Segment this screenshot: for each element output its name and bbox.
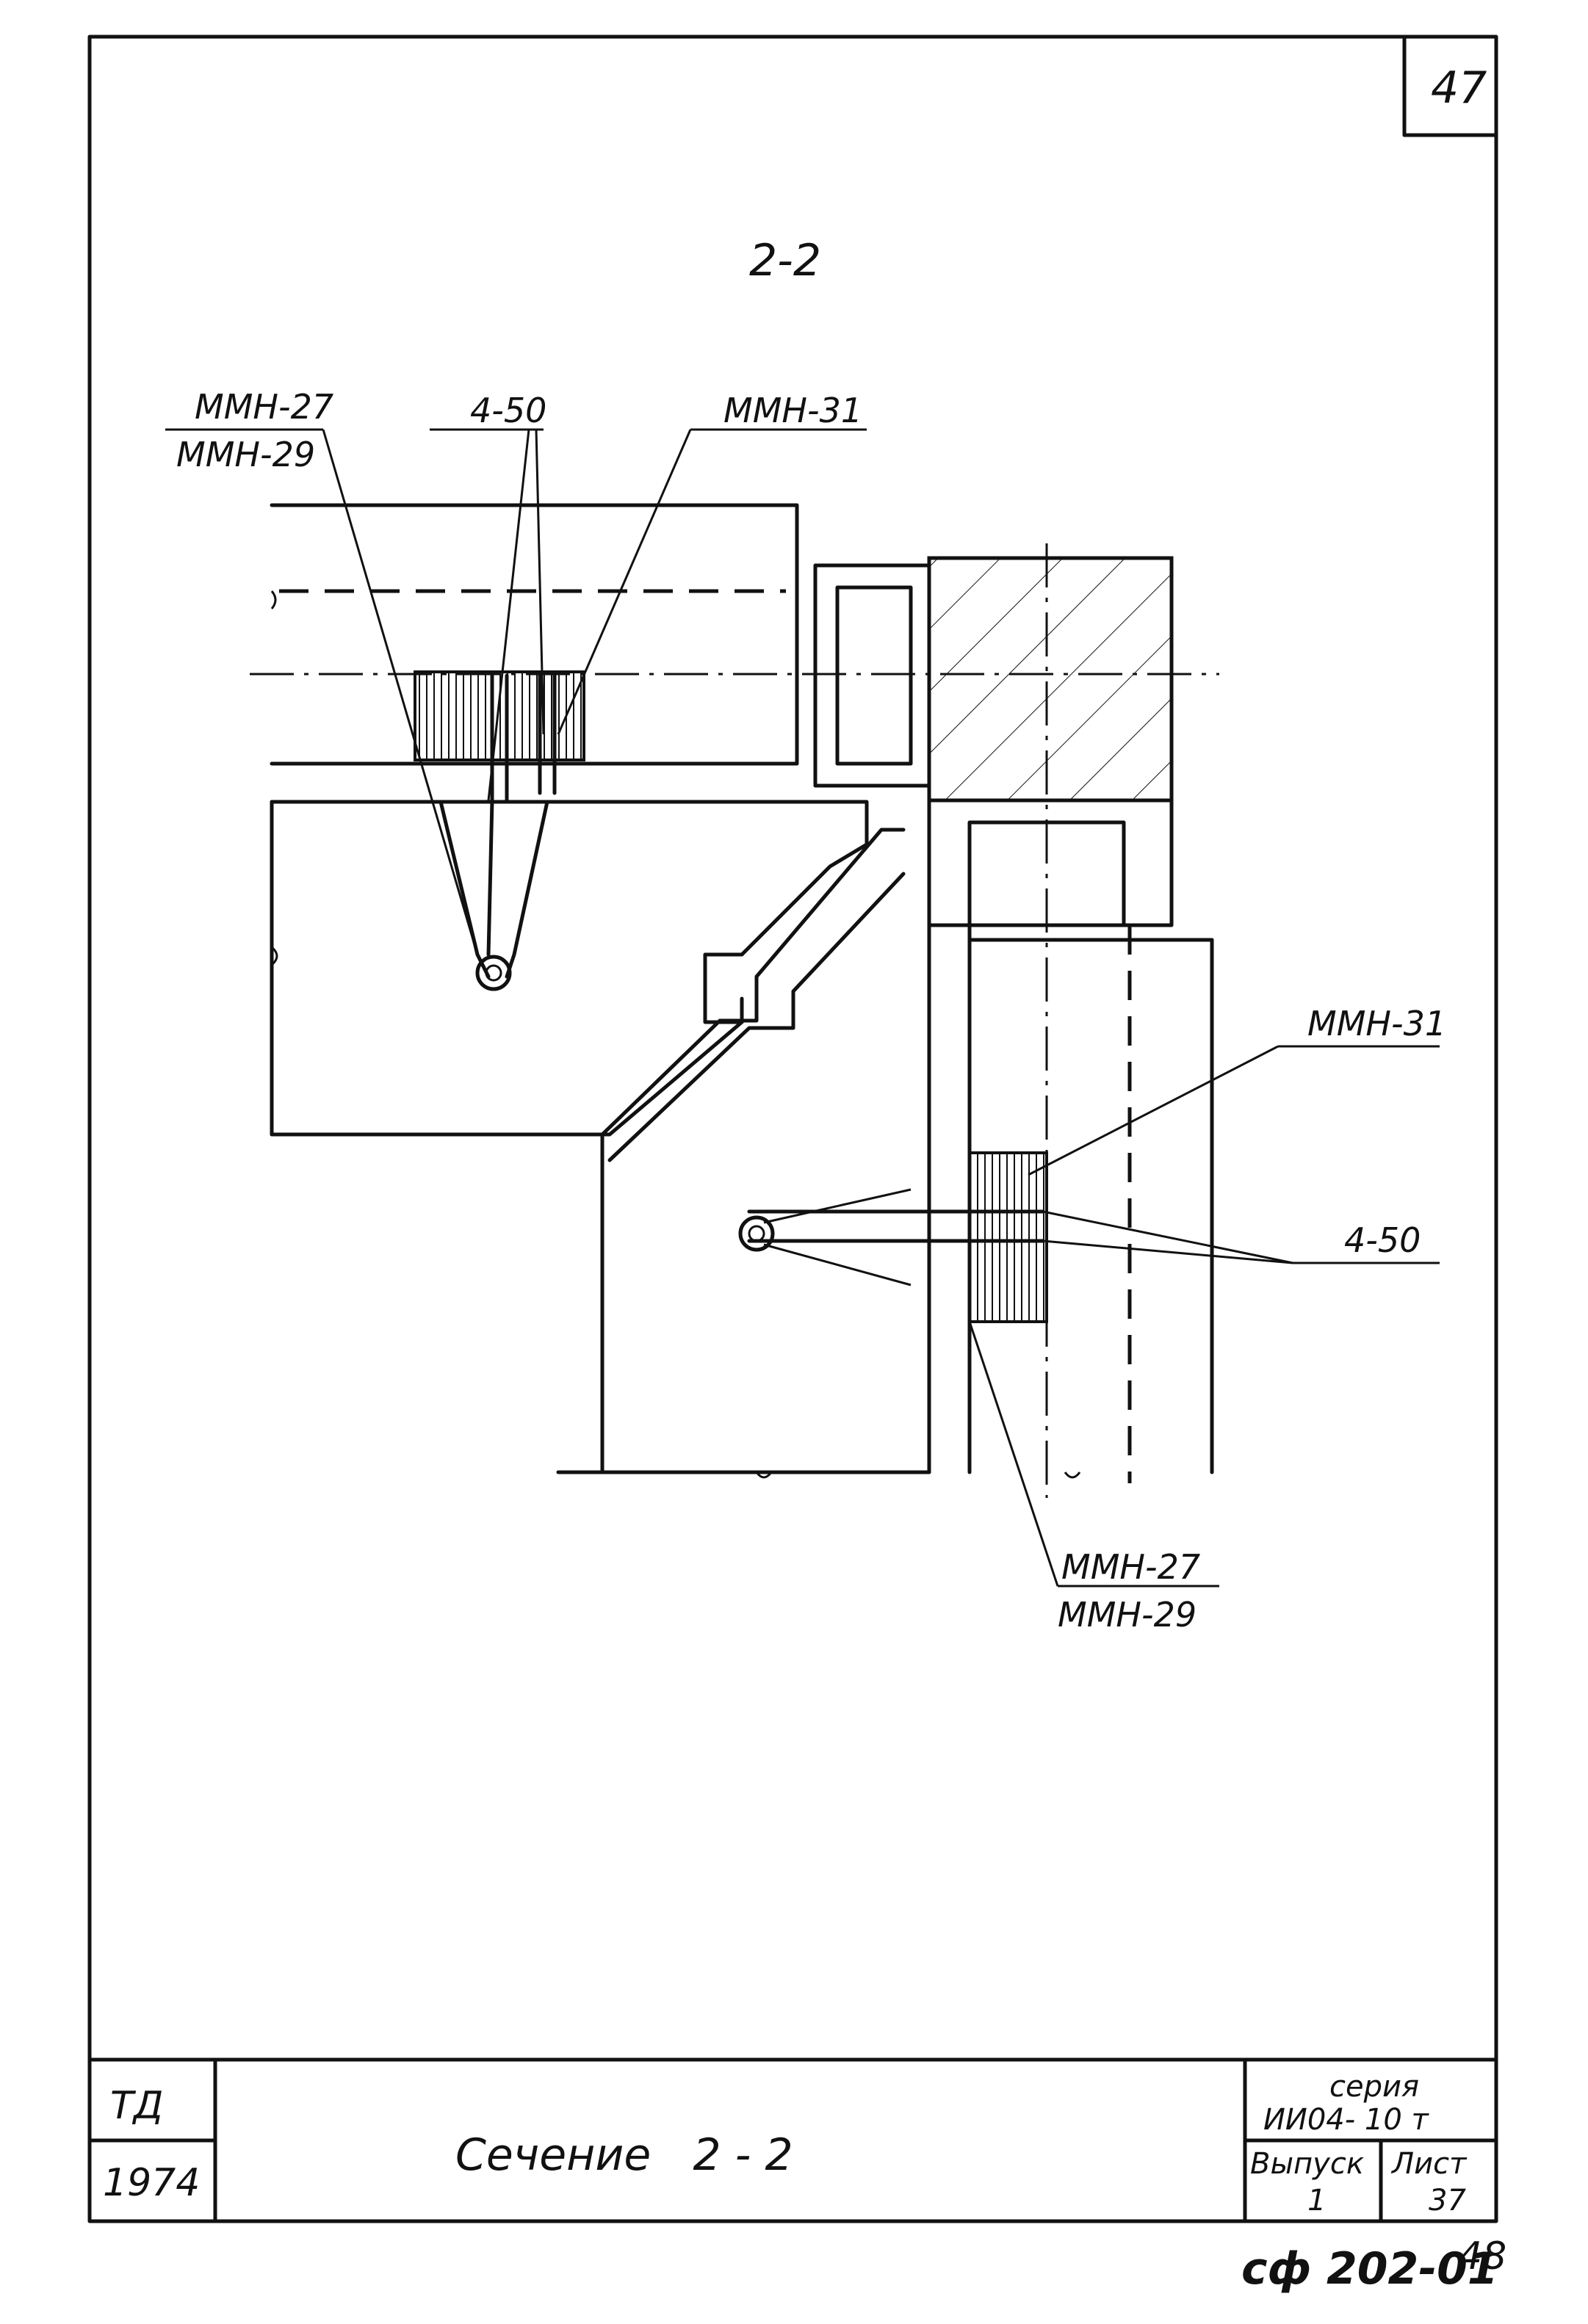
callout-mmn29-top: ММН-29 (176, 435, 315, 474)
stamp-page: 48 (1458, 2234, 1506, 2278)
drawing-title: Сечение 2 - 2 (455, 2129, 793, 2181)
lower-beam (270, 798, 869, 1137)
sheet-label: Лист (1390, 2147, 1468, 2181)
series-value: ИИ04- 10 т (1263, 2103, 1430, 2137)
callout-mmn31-top: ММН-31 (723, 391, 862, 430)
sheet-number: 47 (1431, 62, 1487, 114)
callout-mmn27-top: ММН-27 (195, 387, 333, 427)
sheet-number-box: 47 (1402, 35, 1498, 137)
stamp-code: сф 202-01 (1241, 2243, 1498, 2295)
right-joint-block (968, 1151, 1048, 1323)
callout-450-right: 4-50 (1344, 1220, 1421, 1260)
upper-beam (250, 503, 1219, 803)
sheet-value: 37 (1429, 2184, 1466, 2218)
title-block: ТД 1974 Сечение 2 - 2 серия ИИ04- 10 т В… (87, 2057, 1498, 2223)
sheet-frame (87, 35, 1498, 2223)
issue-label: Выпуск (1250, 2147, 1364, 2181)
issue-value: 1 (1307, 2184, 1326, 2218)
series-label: серия (1329, 2070, 1419, 2104)
callout-mmn29-bottom: ММН-29 (1058, 1595, 1197, 1635)
diagonal-wall (600, 828, 906, 1474)
leader-lines (165, 428, 1440, 1588)
concrete-block (927, 556, 1174, 803)
title-block-org: ТД (110, 2084, 163, 2128)
upper-joint-block (414, 670, 585, 761)
title-block-year: 1974 (103, 2161, 200, 2205)
callout-mmn27-bottom: ММН-27 (1061, 1547, 1200, 1587)
callout-450-top: 4-50 (470, 391, 546, 430)
section-title: 2-2 (749, 235, 821, 286)
column-lower (556, 798, 1214, 1483)
column-top (813, 543, 1174, 1498)
callout-mmn31-right: ММН-31 (1307, 1004, 1446, 1043)
